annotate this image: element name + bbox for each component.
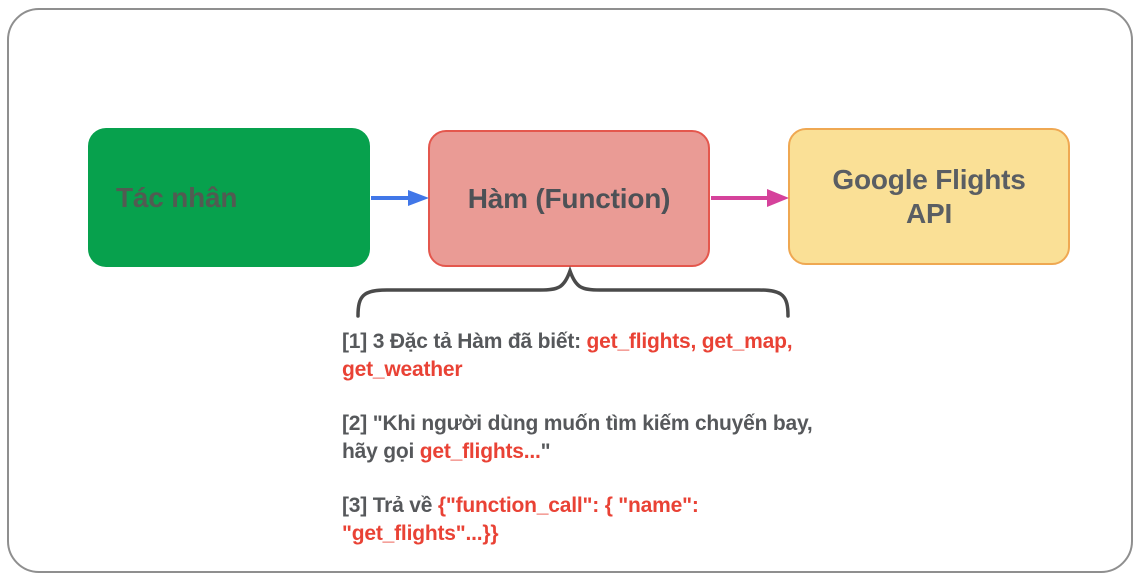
node-function-label: Hàm (Function): [467, 182, 671, 214]
note-3-line-1: [3] Trả về {"function_call": { "name":: [342, 492, 813, 520]
note-2-closing-quote: ": [540, 440, 551, 463]
note-1-line-2: get_weather: [342, 356, 813, 384]
note-1: [1] 3 Đặc tả Hàm đã biết: get_flights, g…: [342, 328, 813, 384]
node-agent: Tác nhân: [88, 128, 370, 267]
note-2-text-2: hãy gọi: [342, 440, 420, 463]
note-2: [2] "Khi người dùng muốn tìm kiếm chuyến…: [342, 410, 813, 466]
note-3-code-get-flights: "get_flights"...}}: [342, 522, 499, 545]
note-2-code-get-flights: get_flights...: [419, 440, 541, 463]
note-1-text: [1] 3 Đặc tả Hàm đã biết:: [342, 330, 587, 353]
note-3-text: [3] Trả về: [342, 494, 438, 517]
node-function: Hàm (Function): [428, 130, 710, 267]
note-3: [3] Trả về {"function_call": { "name": "…: [342, 492, 813, 548]
note-3-line-2: "get_flights"...}}: [342, 520, 813, 548]
node-agent-label: Tác nhân: [116, 181, 238, 213]
note-3-code-function-call: {"function_call": { "name":: [437, 494, 699, 517]
node-google-flights-api: Google Flights API: [788, 128, 1070, 265]
note-2-line-2: hãy gọi get_flights...": [342, 438, 813, 466]
note-1-code-functions: get_flights, get_map,: [586, 330, 793, 353]
note-1-code-get-weather: get_weather: [342, 358, 463, 381]
note-1-line-1: [1] 3 Đặc tả Hàm đã biết: get_flights, g…: [342, 328, 813, 356]
note-2-text-1: [2] "Khi người dùng muốn tìm kiếm chuyến…: [342, 412, 813, 435]
note-2-line-1: [2] "Khi người dùng muốn tìm kiếm chuyến…: [342, 410, 813, 438]
node-api-label: Google Flights API: [832, 163, 1026, 229]
annotation-notes: [1] 3 Đặc tả Hàm đã biết: get_flights, g…: [342, 328, 813, 574]
